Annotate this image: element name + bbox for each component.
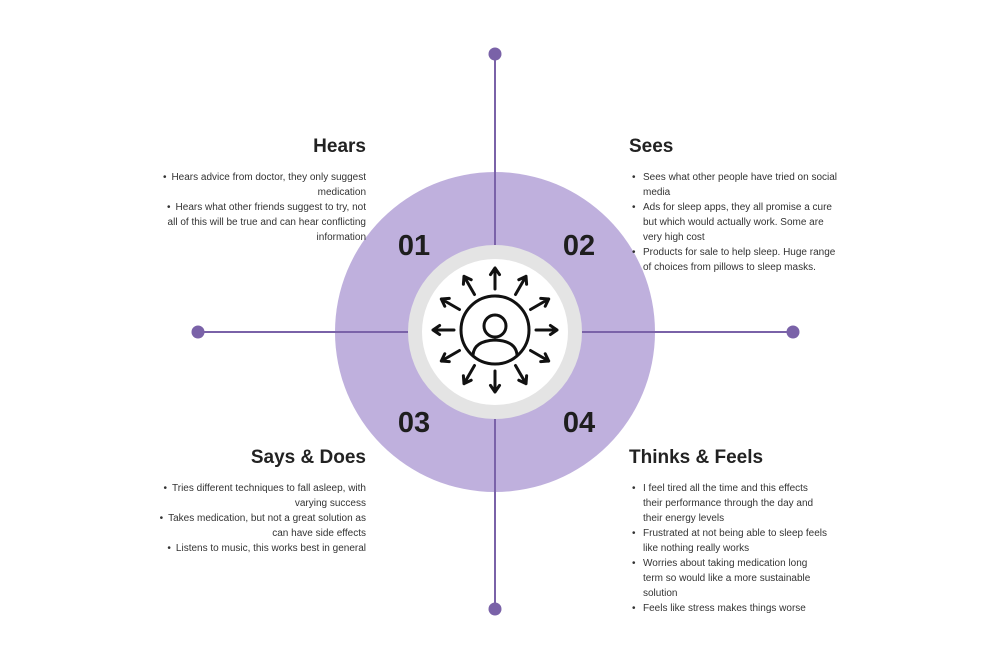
arrow-icon — [529, 296, 551, 311]
arrow-icon — [529, 349, 551, 364]
arrow-icon — [431, 323, 456, 337]
arrow-icon — [461, 274, 476, 296]
list-item: Feels like stress makes things worse — [629, 601, 829, 616]
list-item: •Hears what other friends suggest to try… — [167, 202, 366, 243]
arrow-icon — [439, 296, 461, 311]
arrow-icon — [439, 349, 461, 364]
sees-list: Sees what other people have tried on soc… — [629, 170, 841, 275]
list-item: Worries about taking medication long ter… — [629, 556, 829, 601]
axis-left-dot — [191, 325, 205, 339]
list-item: I feel tired all the time and this effec… — [629, 481, 829, 526]
arrow-icon — [534, 323, 559, 337]
list-item: Sees what other people have tried on soc… — [629, 170, 841, 200]
thinks-feels-list: I feel tired all the time and this effec… — [629, 481, 829, 616]
thinks-feels-title: Thinks & Feels — [629, 447, 764, 468]
inner-white-disc — [422, 259, 568, 405]
quadrant-number-04: 04 — [563, 407, 595, 439]
arrow-icon — [461, 364, 476, 386]
list-item: •Listens to music, this works best in ge… — [167, 543, 366, 554]
axis-top-dot — [488, 47, 502, 61]
arrow-icon — [488, 266, 502, 291]
list-item: Ads for sleep apps, they all promise a c… — [629, 200, 841, 245]
list-item: Products for sale to help sleep. Huge ra… — [629, 245, 841, 275]
arrow-icon — [514, 364, 529, 386]
quadrant-number-03: 03 — [398, 407, 430, 439]
hears-list: •Hears advice from doctor, they only sug… — [161, 170, 366, 245]
list-item: •Tries different techniques to fall asle… — [163, 483, 366, 509]
person-with-outward-arrows-icon — [431, 266, 559, 394]
axis-right-dot — [786, 325, 800, 339]
list-item: •Takes medication, but not a great solut… — [159, 513, 366, 539]
hears-title: Hears — [313, 136, 366, 157]
arrow-icon — [514, 274, 529, 296]
says-does-title: Says & Does — [250, 447, 366, 468]
quadrant-number-02: 02 — [563, 230, 595, 262]
list-item: •Hears advice from doctor, they only sug… — [162, 172, 366, 198]
says-does-list: •Tries different techniques to fall asle… — [154, 481, 366, 556]
axis-bottom-dot — [488, 602, 502, 616]
quadrant-number-01: 01 — [398, 230, 430, 262]
list-item: Frustrated at not being able to sleep fe… — [629, 526, 829, 556]
arrow-icon — [488, 369, 502, 394]
sees-title: Sees — [629, 136, 674, 157]
